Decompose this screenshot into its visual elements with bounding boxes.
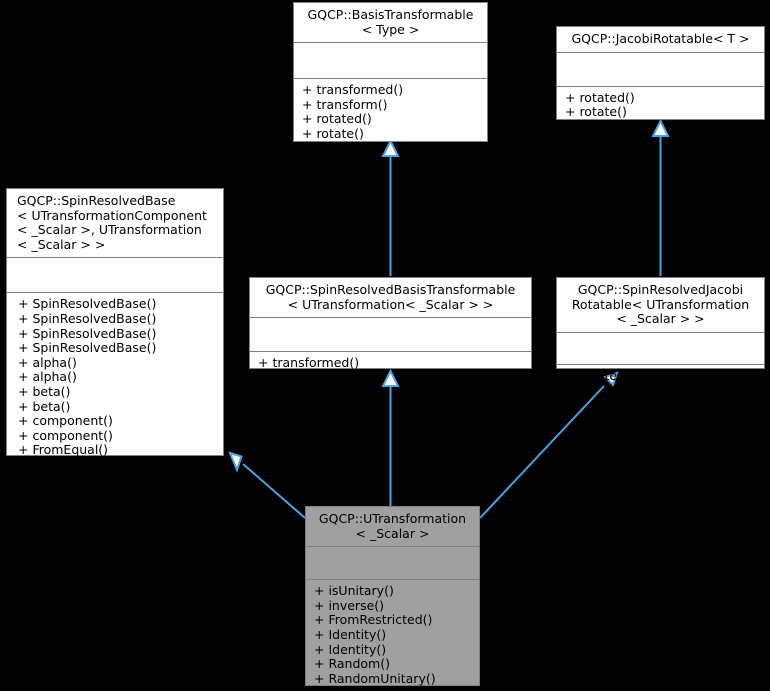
- class-operations-jacobi-rotatable: + rotated() + rotate(): [557, 87, 764, 125]
- operation: + alpha(): [18, 354, 77, 370]
- class-operations-spin-resolved-basis-transformable: + transformed(): [250, 352, 531, 376]
- operation: + inverse(): [314, 597, 385, 613]
- operation: + beta(): [18, 398, 71, 414]
- class-box-u-transformation[interactable]: GQCP::UTransformation < _Scalar > + isUn…: [305, 506, 480, 686]
- operation: + FromRestricted(): [314, 612, 433, 628]
- class-box-basis-transformable[interactable]: GQCP::BasisTransformable < Type > + tran…: [293, 2, 488, 142]
- divider: [306, 579, 479, 581]
- operation: + Identity(): [314, 641, 387, 657]
- divider: [557, 363, 764, 365]
- operation: + beta(): [18, 383, 71, 399]
- divider: [7, 292, 223, 294]
- operation: + alpha(): [18, 369, 77, 385]
- class-box-jacobi-rotatable[interactable]: GQCP::JacobiRotatable< T > + rotated() +…: [556, 26, 765, 120]
- class-attributes-spin-resolved-basis-transformable: [250, 318, 531, 351]
- class-box-spin-resolved-base[interactable]: GQCP::SpinResolvedBase < UTransformation…: [6, 188, 224, 457]
- operation: + rotated(): [565, 89, 635, 105]
- edge-utransformation-to-srbt: [381, 368, 400, 506]
- edge-srbt-to-basistransformable: [381, 138, 400, 276]
- class-attributes-u-transformation: [306, 547, 479, 579]
- operation: + Random(): [314, 656, 390, 672]
- operation: + transform(): [302, 96, 388, 112]
- divider: [306, 546, 479, 548]
- operation: + FromEqual(): [18, 442, 109, 458]
- class-title-u-transformation: GQCP::UTransformation < _Scalar >: [318, 511, 467, 541]
- edge-utransformation-to-spinresolvedbase: [228, 451, 306, 519]
- class-title-basis-transformable: GQCP::BasisTransformable < Type >: [307, 7, 474, 37]
- divider: [294, 42, 487, 44]
- operation: + SpinResolvedBase(): [18, 310, 157, 326]
- class-title-spin-resolved-jacobi-rotatable: GQCP::SpinResolvedJacobi Rotatable< UTra…: [571, 282, 750, 327]
- divider: [250, 317, 531, 319]
- operation: + SpinResolvedBase(): [18, 325, 157, 341]
- class-attributes-spin-resolved-jacobi-rotatable: [557, 333, 764, 364]
- class-operations-spin-resolved-base: + SpinResolvedBase() + SpinResolvedBase(…: [7, 293, 223, 463]
- class-operations-spin-resolved-jacobi-rotatable: + rotated(): [557, 365, 764, 389]
- operation: + Identity(): [314, 626, 387, 642]
- class-title-spin-resolved-basis-transformable: GQCP::SpinResolvedBasisTransformable < U…: [265, 282, 516, 312]
- divider: [250, 351, 531, 353]
- divider: [557, 51, 764, 53]
- class-box-spin-resolved-jacobi-rotatable[interactable]: GQCP::SpinResolvedJacobi Rotatable< UTra…: [556, 277, 765, 382]
- operation: + RandomUnitary(): [314, 670, 436, 686]
- edge-utransformation-to-srjr: [479, 371, 619, 519]
- divider: [557, 85, 764, 87]
- operation: + component(): [18, 427, 113, 443]
- class-title-spin-resolved-base: GQCP::SpinResolvedBase < UTransformation…: [17, 193, 207, 252]
- class-attributes-jacobi-rotatable: [557, 53, 764, 86]
- operation: + rotate(): [565, 104, 627, 120]
- divider: [557, 331, 764, 333]
- operation: + SpinResolvedBase(): [18, 296, 157, 312]
- class-box-spin-resolved-basis-transformable[interactable]: GQCP::SpinResolvedBasisTransformable < U…: [249, 277, 532, 370]
- operation: + transformed(): [258, 355, 360, 371]
- class-title-jacobi-rotatable: GQCP::JacobiRotatable< T >: [571, 31, 750, 46]
- divider: [7, 257, 223, 259]
- edge-srjr-to-jacobirotatable: [651, 118, 670, 276]
- class-attributes-spin-resolved-base: [7, 258, 223, 292]
- class-operations-u-transformation: + isUnitary() + inverse() + FromRestrict…: [306, 580, 479, 691]
- operation: + transformed(): [302, 82, 404, 98]
- class-operations-basis-transformable: + transformed() + transform() + rotated(…: [294, 79, 487, 146]
- operation: + rotated(): [302, 111, 372, 127]
- class-attributes-basis-transformable: [294, 43, 487, 78]
- operation: + isUnitary(): [314, 583, 394, 599]
- operation: + component(): [18, 413, 113, 429]
- divider: [294, 78, 487, 80]
- operation: + SpinResolvedBase(): [18, 340, 157, 356]
- operation: + rotated(): [565, 367, 635, 383]
- operation: + rotate(): [302, 125, 364, 141]
